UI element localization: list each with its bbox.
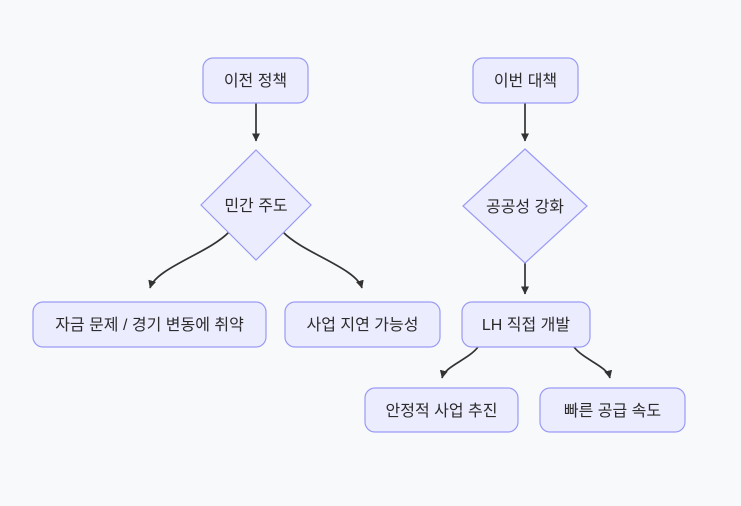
node-stable-project-label: 안정적 사업 추진: [386, 402, 498, 420]
node-funding-risk: [32, 301, 267, 348]
node-new-policy-label: 이번 대책: [494, 72, 557, 90]
node-private-led-diamond: [200, 149, 312, 261]
node-funding-risk-label: 자금 문제 / 경기 변동에 취약: [55, 316, 244, 334]
node-public-strength-label: 공공성 강화: [486, 198, 564, 216]
node-previous-policy-label: 이전 정책: [224, 72, 287, 90]
node-stable-project: [364, 387, 519, 433]
node-public-strength-diamond: [462, 148, 588, 264]
node-new-policy: [472, 57, 579, 104]
edge-private-led-to-funding-risk: [148, 231, 230, 289]
node-lh-direct: [461, 301, 591, 348]
node-private-led-label: 민간 주도: [224, 197, 287, 215]
node-fast-supply: [539, 387, 686, 433]
edge-lh-direct-to-fast-supply: [573, 346, 613, 379]
node-previous-policy: [202, 57, 309, 104]
edge-private-led-to-delay-risk: [282, 231, 364, 289]
node-delay-risk: [284, 301, 441, 348]
node-delay-risk-label: 사업 지연 가능성: [307, 316, 419, 334]
edge-lh-direct-to-stable-project: [439, 346, 479, 379]
node-lh-direct-label: LH 직접 개발: [482, 316, 571, 334]
node-fast-supply-label: 빠른 공급 속도: [564, 402, 661, 420]
